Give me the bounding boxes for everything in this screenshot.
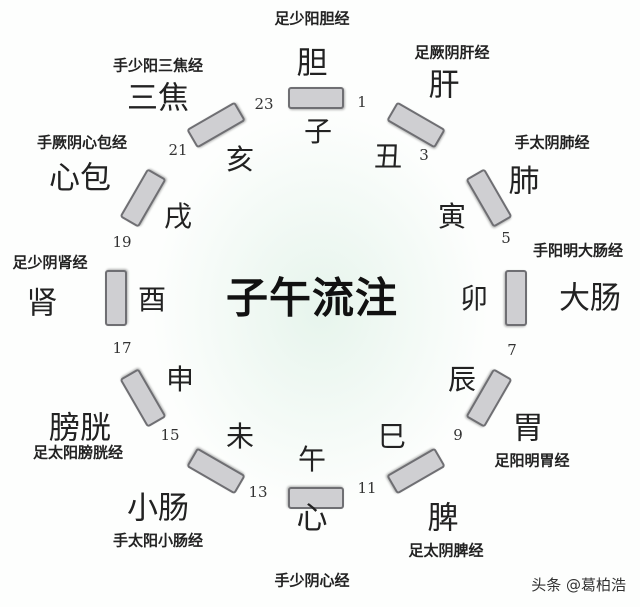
hour-label: 23	[254, 95, 274, 113]
meridian-label: 足太阳膀胱经	[32, 443, 124, 462]
hour-label: 17	[112, 339, 132, 357]
time-segment-bar	[505, 270, 527, 326]
meridian-label: 足少阳胆经	[274, 9, 350, 28]
hour-label: 11	[357, 479, 377, 497]
hour-label: 5	[501, 229, 511, 247]
organ-label: 三焦	[127, 80, 189, 117]
earthly-branch-label: 戌	[163, 200, 193, 233]
background-glow	[150, 110, 490, 510]
earthly-branch-label: 子	[303, 115, 333, 148]
time-segment-bar	[288, 87, 344, 109]
organ-label: 膀胱	[49, 410, 111, 447]
hour-label: 7	[507, 341, 517, 359]
time-segment-bar	[119, 168, 167, 228]
hour-label: 21	[168, 141, 188, 159]
meridian-label: 手厥阴心包经	[36, 133, 128, 152]
organ-label: 肝	[428, 67, 460, 104]
organ-label: 胃	[512, 410, 544, 447]
organ-label: 肾	[26, 285, 58, 322]
earthly-branch-label: 卯	[459, 282, 489, 315]
organ-label: 胆	[296, 45, 328, 82]
organ-label: 肺	[508, 163, 540, 200]
earthly-branch-label: 丑	[373, 140, 403, 173]
meridian-label: 足阳明胃经	[494, 451, 570, 470]
meridian-label: 手阳明大肠经	[532, 241, 624, 260]
earthly-branch-label: 午	[297, 443, 327, 476]
meridian-label: 足少阴肾经	[12, 253, 88, 272]
time-segment-bar	[465, 168, 513, 228]
organ-label: 心	[296, 500, 328, 537]
hour-label: 19	[112, 233, 132, 251]
hour-label: 13	[248, 483, 268, 501]
hour-label: 1	[357, 93, 367, 111]
diagram-title: 子午流注	[225, 273, 399, 323]
watermark: 头条 @葛柏浩	[531, 576, 626, 594]
meridian-label: 手少阴心经	[274, 571, 350, 590]
meridian-label: 手少阳三焦经	[112, 56, 204, 75]
earthly-branch-label: 申	[165, 363, 195, 396]
hour-label: 15	[160, 426, 180, 444]
meridian-label: 足太阴脾经	[408, 541, 484, 560]
meridian-label: 手太阴肺经	[514, 133, 590, 152]
meridian-label: 手太阳小肠经	[112, 531, 204, 550]
organ-label: 小肠	[127, 490, 189, 527]
earthly-branch-label: 寅	[437, 200, 467, 233]
meridian-label: 足厥阴肝经	[414, 43, 490, 62]
time-segment-bar	[105, 270, 127, 326]
earthly-branch-label: 辰	[447, 363, 477, 396]
earthly-branch-label: 亥	[225, 143, 255, 176]
organ-label: 脾	[427, 500, 459, 537]
earthly-branch-label: 巳	[377, 420, 407, 453]
hour-label: 9	[453, 426, 463, 444]
earthly-branch-label: 未	[225, 420, 255, 453]
hour-label: 3	[419, 146, 429, 164]
organ-label: 心包	[49, 160, 111, 197]
organ-label: 大肠	[559, 280, 621, 317]
earthly-branch-label: 酉	[137, 283, 167, 316]
